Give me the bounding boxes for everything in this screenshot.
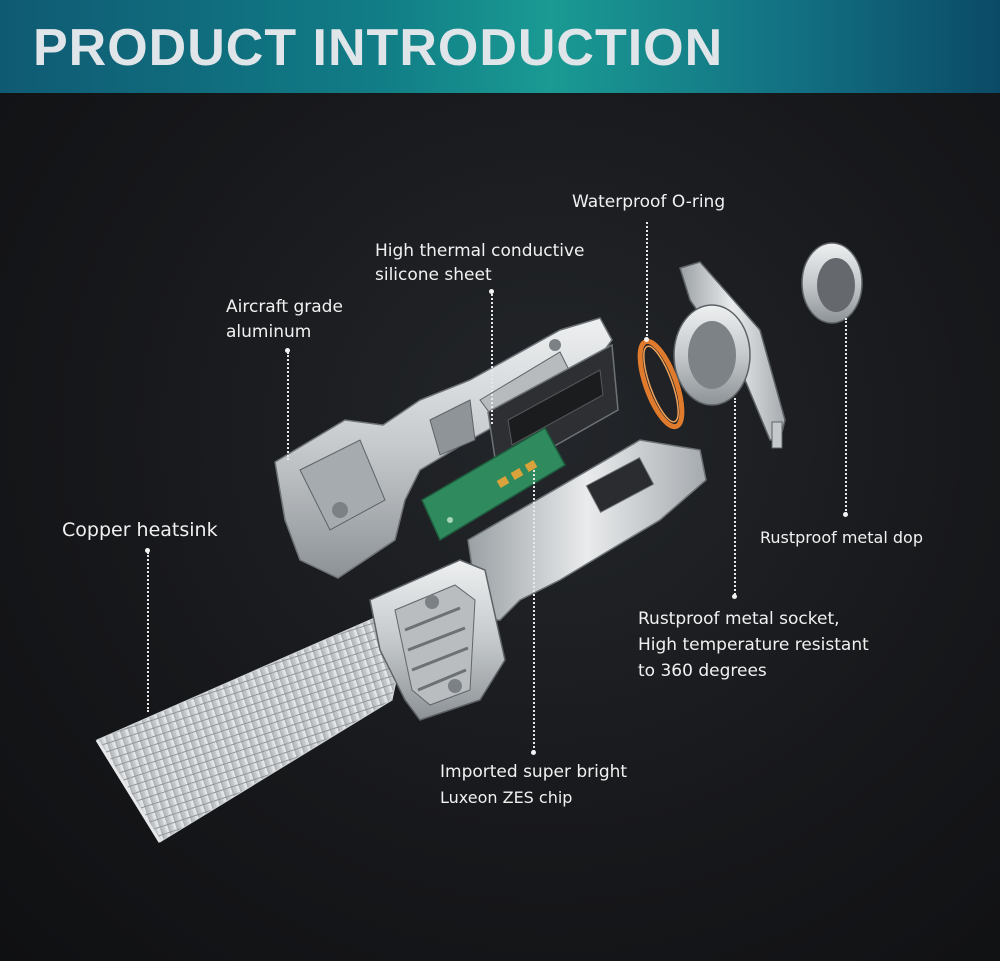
label-chip-line1: Imported super bright xyxy=(440,762,628,782)
leader-line-chip xyxy=(533,470,535,752)
leader-dot-chip xyxy=(531,750,536,755)
led-pcb-board xyxy=(421,426,567,542)
leader-line-dop xyxy=(845,318,847,514)
leader-line-socket xyxy=(734,398,736,598)
label-socket-line3: to 360 degrees xyxy=(638,661,767,681)
label-rustproof-dop: Rustproof metal dop xyxy=(760,528,923,547)
metal-dop-ring xyxy=(801,242,863,324)
label-aluminum-line1: Aircraft grade xyxy=(226,297,343,317)
header-banner: PRODUCT INTRODUCTION xyxy=(0,0,1000,93)
leader-dot-socket xyxy=(732,594,737,599)
page-title: PRODUCT INTRODUCTION xyxy=(33,19,724,77)
label-socket-line1: Rustproof metal socket, xyxy=(638,609,840,629)
label-silicone-line1: High thermal conductive xyxy=(375,241,585,261)
label-silicone-line2: silicone sheet xyxy=(375,265,492,285)
leader-line-copper xyxy=(147,552,149,712)
heatsink-body xyxy=(369,439,707,721)
aluminum-housing-half xyxy=(274,317,613,579)
metal-socket xyxy=(673,261,786,449)
leader-line-aluminum xyxy=(287,352,289,460)
leader-dot-copper xyxy=(145,548,150,553)
leader-line-waterproof xyxy=(646,222,648,340)
leader-dot-silicone xyxy=(489,289,494,294)
leader-dot-aluminum xyxy=(285,348,290,353)
label-aluminum-line2: aluminum xyxy=(226,322,312,342)
label-copper-heatsink: Copper heatsink xyxy=(62,519,218,541)
label-waterproof-o-ring: Waterproof O-ring xyxy=(572,192,726,212)
label-socket-line2: High temperature resistant xyxy=(638,635,869,655)
copper-heatsink-braid xyxy=(95,611,401,843)
label-chip-line2: Luxeon ZES chip xyxy=(440,788,573,807)
leader-line-silicone xyxy=(491,294,493,424)
leader-dot-dop xyxy=(843,512,848,517)
leader-dot-waterproof xyxy=(644,337,649,342)
